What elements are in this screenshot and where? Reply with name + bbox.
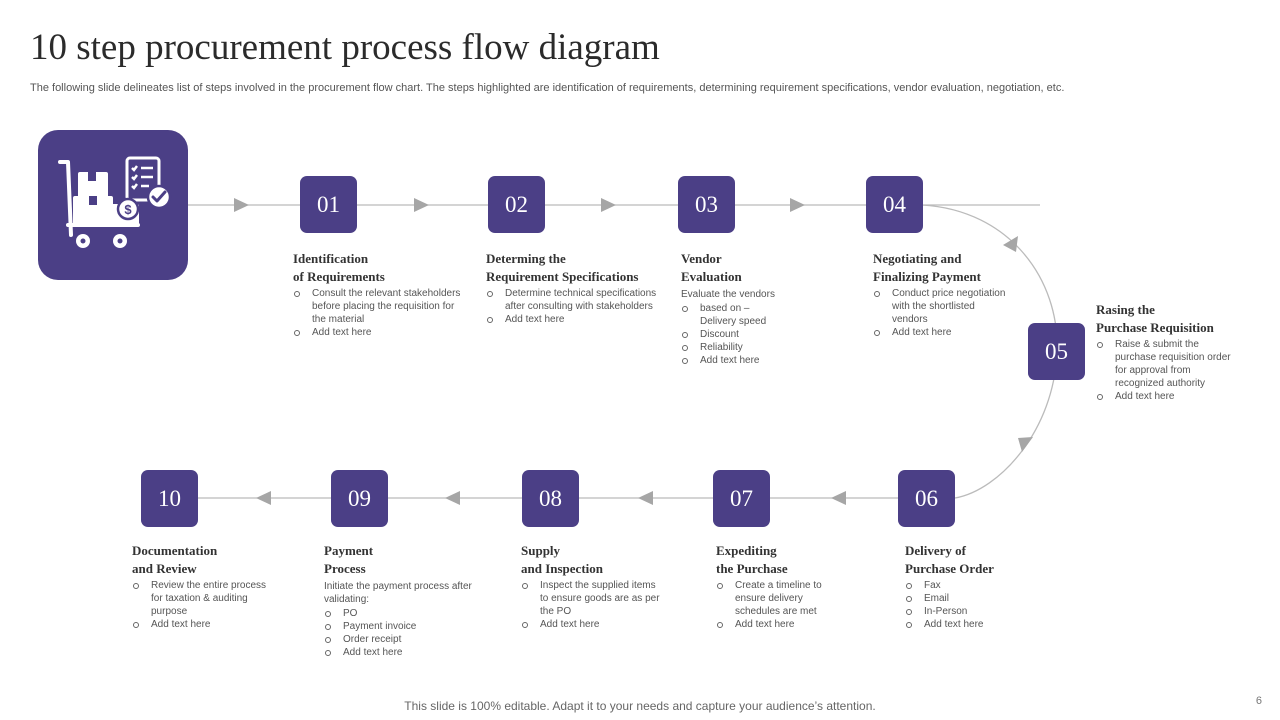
step-number-box: 05 [1028, 323, 1085, 380]
step-bullet-list: Review the entire process for taxation &… [132, 579, 272, 631]
step-heading: Rasing the Purchase Requisition [1096, 302, 1214, 335]
step-bullet: Add text here [486, 313, 666, 326]
step-number: 08 [539, 485, 562, 511]
procurement-hero-tile: $ [38, 130, 188, 280]
step-text-block: Determing the Requirement Specifications… [486, 250, 666, 326]
step-number: 01 [317, 191, 340, 217]
step-bullet: Add text here [681, 354, 811, 367]
step-bullet: Add text here [873, 326, 1013, 339]
step-heading: Expediting the Purchase [716, 543, 788, 576]
slide-subtitle: The following slide delineates list of s… [30, 82, 1065, 94]
step-heading: Negotiating and Finalizing Payment [873, 251, 981, 284]
step-bullet: Add text here [324, 646, 474, 659]
step-number-box: 10 [141, 470, 198, 527]
page-number: 6 [1255, 695, 1262, 707]
step-bullet: Add text here [1096, 390, 1236, 403]
step-bullet-list: Raise & submit the purchase requisition … [1096, 338, 1236, 403]
step-heading: Vendor Evaluation [681, 251, 742, 284]
step-bullet: Discount [681, 328, 811, 341]
step-bullet: Add text here [521, 618, 661, 631]
step-intro: Initiate the payment process after valid… [324, 581, 472, 605]
step-bullet: Add text here [905, 618, 1045, 631]
arrow-left-icon [445, 491, 460, 505]
arrow-down-icon [1003, 236, 1018, 252]
arrow-left-icon [256, 491, 271, 505]
step-bullet: Fax [905, 579, 1045, 592]
step-number-box: 09 [331, 470, 388, 527]
step-bullet: Create a timeline to ensure delivery sch… [716, 579, 846, 618]
step-bullet: Email [905, 592, 1045, 605]
arrow-right-icon [790, 198, 805, 212]
step-number: 03 [695, 191, 718, 217]
step-number: 07 [730, 485, 753, 511]
arrow-right-icon [601, 198, 616, 212]
step-number: 02 [505, 191, 528, 217]
step-bullet: Conduct price negotiation with the short… [873, 287, 1013, 326]
step-bullet-list: Determine technical specifications after… [486, 287, 666, 326]
step-number: 05 [1045, 338, 1068, 364]
step-bullet: based on – Delivery speed [681, 302, 811, 328]
arrow-down-icon [1018, 437, 1033, 452]
step-heading: Determing the Requirement Specifications [486, 251, 639, 284]
step-bullet: Determine technical specifications after… [486, 287, 666, 313]
step-heading: Supply and Inspection [521, 543, 603, 576]
step-bullet: Order receipt [324, 633, 474, 646]
step-bullet: Raise & submit the purchase requisition … [1096, 338, 1236, 390]
step-bullet: Add text here [132, 618, 272, 631]
step-bullet: PO [324, 607, 474, 620]
step-heading: Delivery of Purchase Order [905, 543, 994, 576]
step-number-box: 03 [678, 176, 735, 233]
step-bullet: In-Person [905, 605, 1045, 618]
step-number: 09 [348, 485, 371, 511]
step-number: 10 [158, 485, 181, 511]
step-bullet: Review the entire process for taxation &… [132, 579, 272, 618]
arrow-right-icon [234, 198, 249, 212]
step-number-box: 01 [300, 176, 357, 233]
step-number-box: 02 [488, 176, 545, 233]
step-number: 06 [915, 485, 938, 511]
procurement-cart-checklist-icon: $ [58, 156, 172, 248]
step-bullet: Add text here [293, 326, 468, 339]
arrow-left-icon [831, 491, 846, 505]
step-bullet: Payment invoice [324, 620, 474, 633]
step-number-box: 07 [713, 470, 770, 527]
step-bullet-list: Consult the relevant stakeholders before… [293, 287, 468, 339]
step-number: 04 [883, 191, 906, 217]
step-bullet: Reliability [681, 341, 811, 354]
step-number-box: 06 [898, 470, 955, 527]
slide-footer: This slide is 100% editable. Adapt it to… [404, 699, 876, 713]
step-intro: Evaluate the vendors [681, 289, 775, 300]
step-heading: Identification of Requirements [293, 251, 385, 284]
step-number-box: 08 [522, 470, 579, 527]
step-bullet-list: Create a timeline to ensure delivery sch… [716, 579, 846, 631]
step-heading: Payment Process [324, 543, 374, 576]
slide-title: 10 step procurement process flow diagram [30, 27, 660, 68]
step-number-box: 04 [866, 176, 923, 233]
step-bullet: Inspect the supplied items to ensure goo… [521, 579, 661, 618]
svg-text:$: $ [124, 202, 132, 217]
arrow-right-icon [414, 198, 429, 212]
arrow-left-icon [638, 491, 653, 505]
step-heading: Documentation and Review [132, 543, 218, 576]
step-bullet-list: Inspect the supplied items to ensure goo… [521, 579, 661, 631]
flow-arrows [234, 198, 1033, 505]
step-bullet-list: Conduct price negotiation with the short… [873, 287, 1013, 339]
step-bullet: Consult the relevant stakeholders before… [293, 287, 468, 326]
step-bullet: Add text here [716, 618, 846, 631]
